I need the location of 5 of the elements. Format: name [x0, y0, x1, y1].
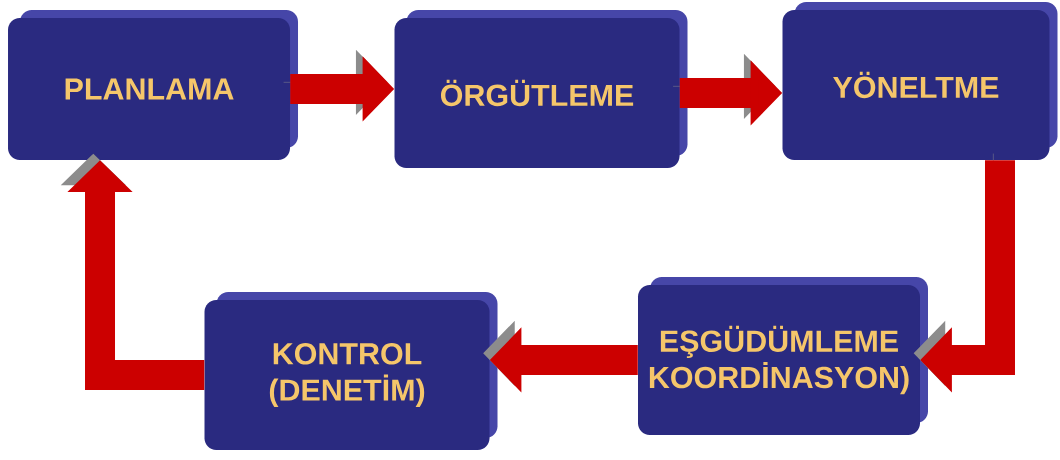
- block-box: PLANLAMA: [8, 10, 298, 160]
- block-box: YÖNELTME: [782, 2, 1058, 160]
- block-box: EŞGÜDÜMLEME KOORDİNASYON): [638, 277, 928, 435]
- block-box: ÖRGÜTLEME: [394, 10, 688, 168]
- block-box: KONTROL (DENETİM): [204, 292, 498, 450]
